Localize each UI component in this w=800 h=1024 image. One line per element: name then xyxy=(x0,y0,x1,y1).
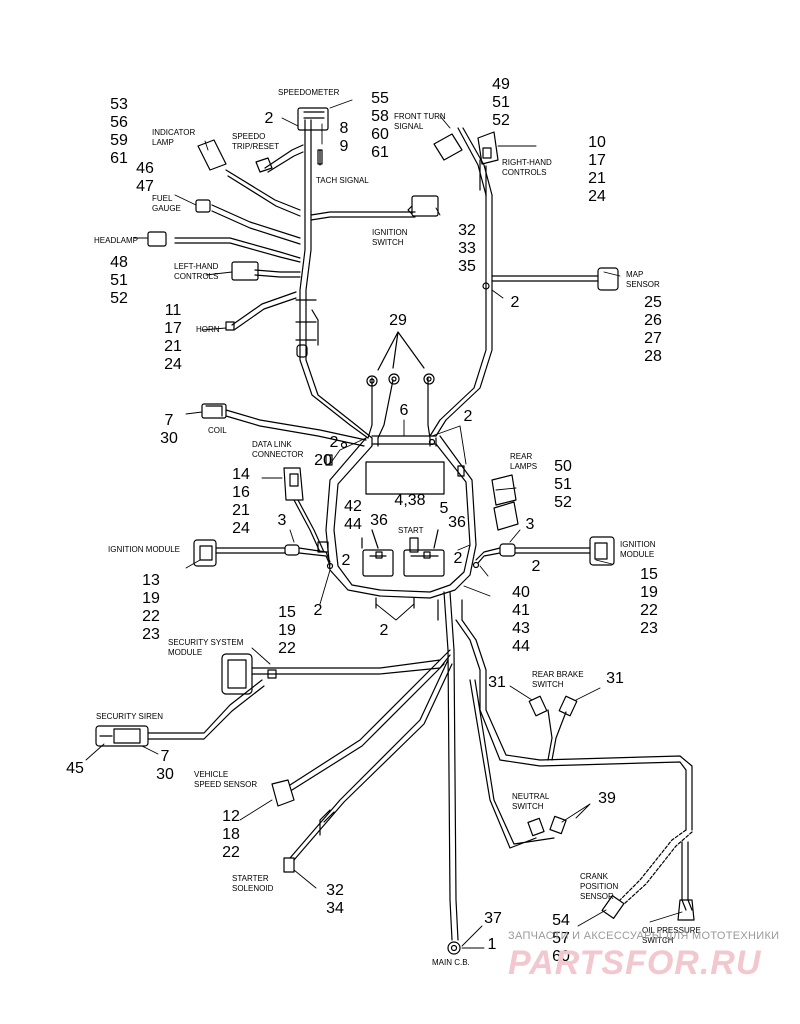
crank-position-sensor-label: CRANK POSITION SENSOR xyxy=(580,872,619,901)
callout-harness-2-right: 2 xyxy=(463,408,473,425)
callout-security-parts: 15 19 22 xyxy=(278,604,296,657)
callout-relay-36-left: 36 xyxy=(370,512,388,529)
callout-harness-2-left: 2 xyxy=(329,434,339,451)
callout-speedo-parts: 55 58 60 61 xyxy=(371,90,389,161)
callout-rear-lamps-parts: 50 51 52 xyxy=(554,458,572,511)
callout-coil-parts: 7 30 xyxy=(160,412,178,447)
callout-right-3: 3 xyxy=(525,516,535,533)
callout-ign-mod-left-parts: 13 19 22 23 xyxy=(142,572,160,643)
callout-siren-7-30: 7 30 xyxy=(156,748,174,783)
callout-right-2: 2 xyxy=(510,294,520,311)
left-hand-controls-label: LEFT-HAND CONTROLS xyxy=(174,262,219,281)
speedo-trip-label: SPEEDO TRIP/RESET xyxy=(232,132,280,151)
callout-brake-31-right: 31 xyxy=(606,670,624,687)
callout-tach-8-9: 8 9 xyxy=(339,120,349,155)
tach-signal-label: TACH SIGNAL xyxy=(316,176,369,185)
callout-right-2b: 2 xyxy=(531,558,541,575)
watermark-logo: PARTSFOR.RU xyxy=(508,944,762,982)
rear-lamp-connectors xyxy=(491,474,519,531)
callout-harness-6: 6 xyxy=(399,402,409,419)
coil-label: COIL xyxy=(208,426,227,435)
ring-terminals xyxy=(366,331,435,439)
callout-speedo-2: 2 xyxy=(264,110,274,127)
ignition-modules xyxy=(193,536,615,570)
main-cb-label: MAIN C.B. xyxy=(432,958,470,967)
starter-solenoid-label: STARTER SOLENOID xyxy=(232,874,274,893)
branch-wires-left xyxy=(174,144,416,331)
relay-right xyxy=(403,549,445,577)
callout-main-37: 37 xyxy=(484,910,502,927)
headlamp-label: HEADLAMP xyxy=(94,236,139,245)
right-hand-controls-label: RIGHT-HAND CONTROLS xyxy=(502,158,552,177)
callout-right-controls-parts: 10 17 21 24 xyxy=(588,134,606,205)
callout-ign-mod-right-parts: 15 19 22 23 xyxy=(640,566,658,637)
security-system-module-label: SECURITY SYSTEM MODULE xyxy=(168,638,244,657)
fuel-gauge-label: FUEL GAUGE xyxy=(152,194,181,213)
callout-box-4-38: 4,38 xyxy=(394,492,426,509)
callout-left-3: 3 xyxy=(277,512,287,529)
callout-left-2a: 2 xyxy=(341,552,351,569)
data-link-connector-label: DATA LINK CONNECTOR xyxy=(252,440,304,459)
vss-body xyxy=(271,779,295,807)
callout-headlamp-parts: 48 51 52 xyxy=(110,254,128,307)
front-harness-right xyxy=(429,127,599,437)
vehicle-speed-sensor-label: VEHICLE SPEED SENSOR xyxy=(194,770,258,789)
ignition-module-right-label: IGNITION MODULE xyxy=(620,540,656,559)
front-harness-left xyxy=(295,119,373,439)
watermark-caption: ЗАПЧАСТИ И АКСЕССУАРЫ ДЛЯ МОТОТЕХНИКИ xyxy=(508,930,780,942)
indicator-lamp-body xyxy=(197,139,227,171)
callout-front-turn-parts: 49 51 52 xyxy=(492,76,510,129)
callout-main-1: 1 xyxy=(487,936,497,953)
map-sensor-label: MAP SENSOR xyxy=(626,270,660,289)
start-label: START xyxy=(398,526,424,535)
ignition-module-left-label: IGNITION MODULE xyxy=(108,545,181,554)
speedometer-body xyxy=(297,107,329,131)
rear-lamps-label: REAR LAMPS xyxy=(510,452,538,471)
leader-lines xyxy=(85,99,683,949)
data-link-connector xyxy=(283,467,329,553)
ecm-box xyxy=(365,461,445,495)
security-siren-label: SECURITY SIREN xyxy=(96,712,163,721)
horn-label: HORN xyxy=(196,325,220,334)
callout-left-controls-parts: 11 17 21 24 xyxy=(164,302,182,373)
callout-siren-45: 45 xyxy=(66,760,84,777)
callout-fuel-parts: 46 47 xyxy=(136,160,154,195)
ignition-switch-label: IGNITION SWITCH xyxy=(372,228,408,247)
callout-indicator-parts: 53 56 59 61 xyxy=(110,96,128,167)
callout-solenoid-parts: 32 34 xyxy=(326,882,344,917)
callout-right-2a: 2 xyxy=(453,550,463,567)
callout-ring-29: 29 xyxy=(389,312,407,329)
front-turn-signal-label: FRONT TURN SIGNAL xyxy=(394,112,446,131)
central-harness xyxy=(325,435,477,599)
top-components xyxy=(147,107,619,419)
callout-ignition-switch-parts: 32 33 35 xyxy=(458,222,476,275)
oil-pressure-switch-label: OIL PRESSURE SWITCH xyxy=(642,926,701,945)
callout-relay-42-44: 42 44 xyxy=(344,498,362,533)
coil-leads xyxy=(225,409,367,447)
callout-data-link-parts: 14 16 21 24 xyxy=(232,466,250,537)
siren-body xyxy=(95,725,149,747)
callout-relay-36-right: 36 xyxy=(448,514,466,531)
callout-brake-31-left: 31 xyxy=(488,674,506,691)
relay-left xyxy=(362,549,394,577)
speedometer-label: SPEEDOMETER xyxy=(278,88,340,97)
rear-brake-switch-label: REAR BRAKE SWITCH xyxy=(532,670,584,689)
callout-left-2b: 2 xyxy=(313,602,323,619)
callout-map-parts: 25 26 27 28 xyxy=(644,294,662,365)
callout-relay-5: 5 xyxy=(439,500,449,517)
callout-vss-parts: 12 18 22 xyxy=(222,808,240,861)
neutral-switch-label: NEUTRAL SWITCH xyxy=(512,792,550,811)
indicator-lamp-label: INDICATOR LAMP xyxy=(152,128,196,147)
callout-crank-parts: 54 57 60 xyxy=(552,912,570,965)
callout-neutral-39: 39 xyxy=(598,790,616,807)
callout-data-link-20: 20 xyxy=(314,452,332,469)
callout-bottom-2: 2 xyxy=(379,622,389,639)
callout-group-40: 40 41 43 44 xyxy=(512,584,530,655)
